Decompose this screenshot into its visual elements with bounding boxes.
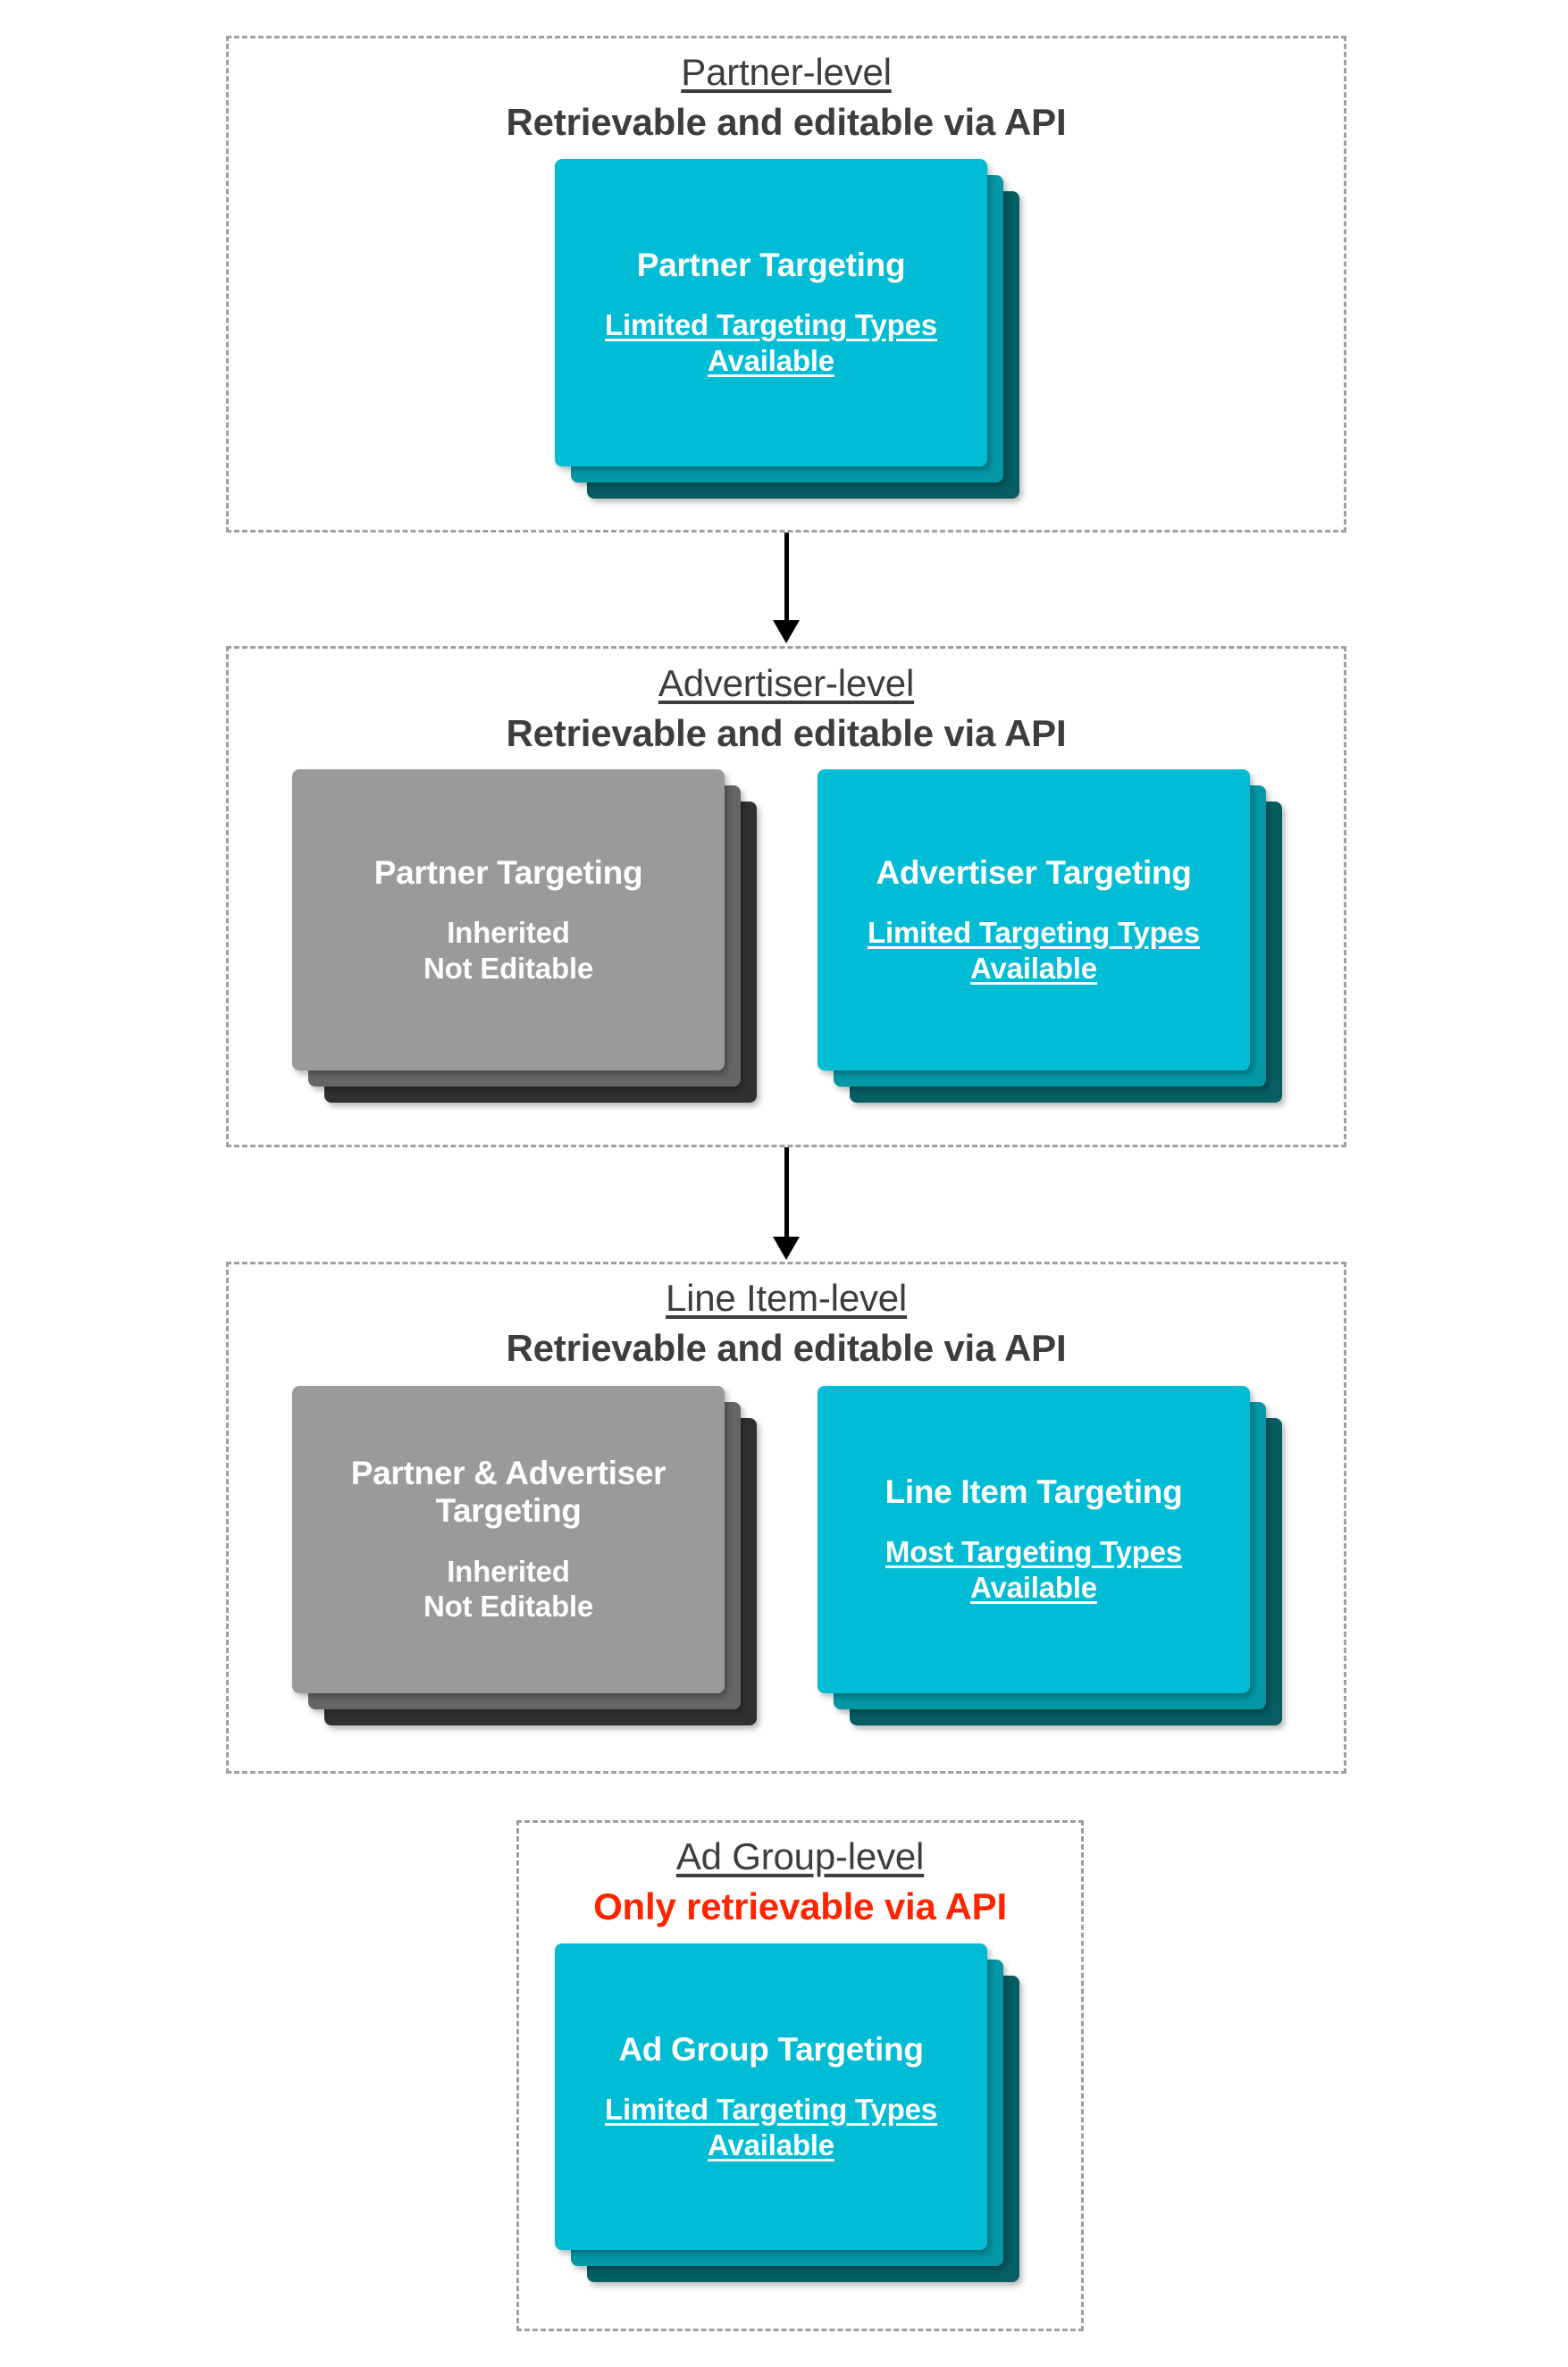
card-stack-partner-targeting: Partner Targeting Limited Targeting Type… — [555, 159, 1019, 499]
arrow-advertiser-to-line-item — [764, 1147, 809, 1260]
level-heading-line-item: Line Item-level Retrievable and editable… — [226, 1276, 1346, 1370]
card-subtitle: Limited Targeting Types Available — [605, 308, 937, 378]
level-api-note-line-item: Retrievable and editable via API — [506, 1326, 1067, 1369]
card-title: Advertiser Targeting — [876, 853, 1192, 891]
card-stack-line-item-inherited: Partner & Advertiser Targeting Inherited… — [292, 1386, 757, 1743]
level-heading-partner: Partner-level Retrievable and editable v… — [226, 50, 1346, 144]
card-subtitle: Inherited Not Editable — [423, 1554, 594, 1624]
card-title: Partner Targeting — [373, 853, 643, 891]
level-name-ad-group: Ad Group-level — [675, 1835, 925, 1877]
card-partner-targeting[interactable]: Partner Targeting Limited Targeting Type… — [555, 159, 987, 466]
card-subtitle: Most Targeting Types Available — [885, 1535, 1183, 1605]
level-heading-ad-group: Ad Group-level Only retrievable via API — [516, 1834, 1084, 1928]
level-name-partner: Partner-level — [681, 51, 892, 93]
arrow-partner-to-advertiser — [764, 533, 809, 643]
card-ad-group-targeting[interactable]: Ad Group Targeting Limited Targeting Typ… — [555, 1943, 987, 2250]
card-stack-line-item-targeting: Line Item Targeting Most Targeting Types… — [818, 1386, 1282, 1743]
level-box-partner — [226, 36, 1346, 533]
card-stack-ad-group-targeting: Ad Group Targeting Limited Targeting Typ… — [555, 1943, 1019, 2297]
card-stack-advertiser-inherited: Partner Targeting Inherited Not Editable — [292, 769, 757, 1120]
card-title: Partner & Advertiser Targeting — [350, 1455, 667, 1530]
level-api-note-advertiser: Retrievable and editable via API — [506, 711, 1067, 754]
level-api-note-ad-group: Only retrievable via API — [593, 1884, 1007, 1927]
card-title: Ad Group Targeting — [618, 2030, 924, 2068]
level-api-note-partner: Retrievable and editable via API — [506, 100, 1067, 143]
card-advertiser-inherited-partner[interactable]: Partner Targeting Inherited Not Editable — [292, 769, 725, 1070]
card-subtitle: Limited Targeting Types Available — [868, 915, 1200, 985]
level-box-line-item — [226, 1262, 1346, 1774]
card-advertiser-targeting[interactable]: Advertiser Targeting Limited Targeting T… — [818, 769, 1250, 1070]
card-title: Line Item Targeting — [885, 1473, 1183, 1511]
card-line-item-targeting[interactable]: Line Item Targeting Most Targeting Types… — [818, 1386, 1250, 1693]
card-subtitle: Limited Targeting Types Available — [605, 2092, 937, 2161]
card-subtitle: Inherited Not Editable — [423, 915, 594, 985]
level-box-ad-group — [516, 1820, 1084, 2331]
level-heading-advertiser: Advertiser-level Retrievable and editabl… — [226, 661, 1346, 755]
arrow-head — [773, 620, 800, 643]
arrow-line — [784, 533, 789, 622]
level-box-advertiser — [226, 646, 1346, 1147]
card-line-item-inherited[interactable]: Partner & Advertiser Targeting Inherited… — [292, 1386, 725, 1693]
arrow-head — [773, 1237, 800, 1260]
level-name-line-item: Line Item-level — [665, 1277, 908, 1319]
card-title: Partner Targeting — [636, 247, 906, 284]
level-name-advertiser: Advertiser-level — [658, 662, 915, 704]
arrow-line — [784, 1147, 789, 1238]
card-stack-advertiser-targeting: Advertiser Targeting Limited Targeting T… — [818, 769, 1282, 1120]
